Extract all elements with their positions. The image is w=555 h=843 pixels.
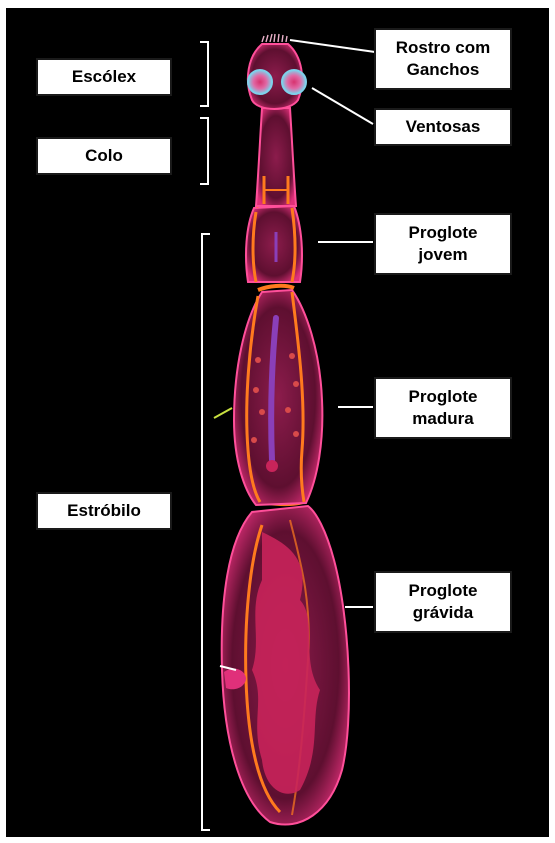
- strobila-bracket: [202, 234, 210, 830]
- gravid-proglottid: [220, 506, 349, 825]
- neck-bracket: [200, 118, 208, 184]
- label-scolex: Escólex: [36, 58, 172, 96]
- label-gravid-proglottid: Proglote grávida: [374, 571, 512, 633]
- label-rostellum: Rostro com Ganchos: [374, 28, 512, 90]
- neck: [256, 108, 296, 206]
- label-suckers: Ventosas: [374, 108, 512, 146]
- label-strobila: Estróbilo: [36, 492, 172, 530]
- rostellum-hooks: [262, 34, 287, 42]
- label-neck: Colo: [36, 137, 172, 175]
- young-proglottid: [246, 206, 302, 282]
- sucker: [248, 70, 272, 94]
- label-young-proglottid: Proglote jovem: [374, 213, 512, 275]
- rostellum-leader: [290, 40, 375, 52]
- mature-proglottid: [214, 290, 322, 505]
- label-mature-proglottid: Proglote madura: [374, 377, 512, 439]
- suckers-leader: [312, 88, 373, 124]
- scolex: [248, 34, 306, 109]
- sucker: [282, 70, 306, 94]
- scolex-bracket: [200, 42, 208, 106]
